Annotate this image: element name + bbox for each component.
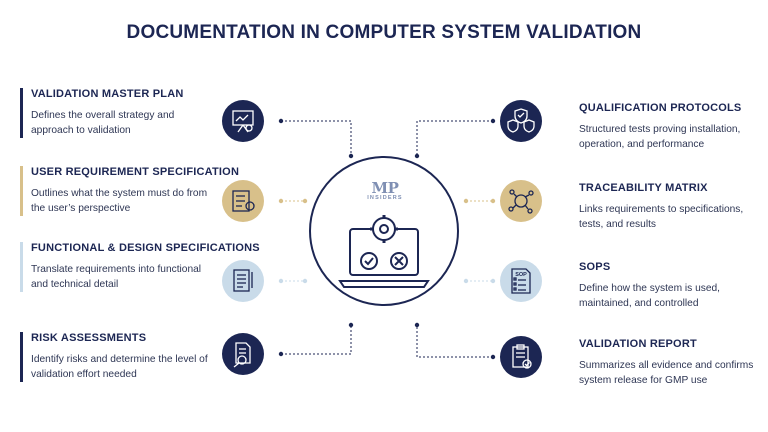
block-risk-assessments: RISK ASSESSMENTS Identify risks and dete… (20, 332, 220, 382)
block-heading: RISK ASSESSMENTS (31, 332, 147, 344)
block-heading: FUNCTIONAL & DESIGN SPECIFICATIONS (31, 242, 260, 254)
block-description: Summarizes all evidence and confirms sys… (579, 360, 754, 386)
clipboard-check-icon (500, 336, 542, 378)
presentation-board-gear-icon (222, 100, 264, 142)
block-description: Links requirements to specifications, te… (579, 204, 744, 230)
block-description: Outlines what the system must do from th… (31, 188, 208, 214)
document-magnifier-icon (222, 333, 264, 375)
block-heading: SOPS (579, 261, 611, 273)
accent-bar (20, 332, 23, 382)
block-description: Defines the overall strategy and approac… (31, 110, 175, 136)
accent-bar (20, 166, 23, 216)
connector-vmp (281, 120, 352, 156)
block-validation-master-plan: VALIDATION MASTER PLAN Defines the overa… (20, 88, 220, 138)
block-heading: TRACEABILITY MATRIX (579, 182, 708, 194)
shields-check-icon (500, 100, 542, 142)
block-qualification-protocols: QUALIFICATION PROTOCOLS Structured tests… (579, 102, 768, 152)
logo-sub: INSIDERS (367, 195, 403, 201)
block-heading: VALIDATION MASTER PLAN (31, 88, 184, 100)
block-user-requirement-specification: USER REQUIREMENT SPECIFICATION Outlines … (20, 166, 239, 216)
network-nodes-icon (500, 180, 542, 222)
sop-label: SOP (515, 272, 527, 278)
document-pen-icon (222, 260, 264, 302)
block-description: Define how the system is used, maintaine… (579, 283, 720, 309)
accent-bar (20, 88, 23, 138)
checklist-gear-icon (222, 180, 264, 222)
block-description: Identify risks and determine the level o… (31, 354, 208, 380)
connector-qp (416, 120, 493, 156)
block-traceability-matrix: TRACEABILITY MATRIX Links requirements t… (579, 182, 768, 232)
block-heading: USER REQUIREMENT SPECIFICATION (31, 166, 240, 178)
sop-document-icon: SOP (500, 260, 542, 302)
block-functional-design-specifications: FUNCTIONAL & DESIGN SPECIFICATIONS Trans… (20, 242, 260, 292)
accent-bar (20, 242, 23, 292)
block-description: Translate requirements into functional a… (31, 264, 202, 290)
logo-mark: MP (371, 179, 399, 197)
connector-risk (281, 325, 352, 355)
block-validation-report: VALIDATION REPORT Summarizes all evidenc… (579, 338, 768, 388)
block-sops: SOPS Define how the system is used, main… (579, 261, 768, 311)
page-title: DOCUMENTATION IN COMPUTER SYSTEM VALIDAT… (126, 22, 642, 43)
block-heading: VALIDATION REPORT (579, 338, 697, 350)
laptop-gear-check-cross-icon (338, 215, 430, 288)
logo: MP INSIDERS (364, 179, 406, 201)
block-description: Structured tests proving installation, o… (579, 124, 741, 150)
block-heading: QUALIFICATION PROTOCOLS (579, 102, 742, 114)
connector-vr (416, 325, 493, 358)
